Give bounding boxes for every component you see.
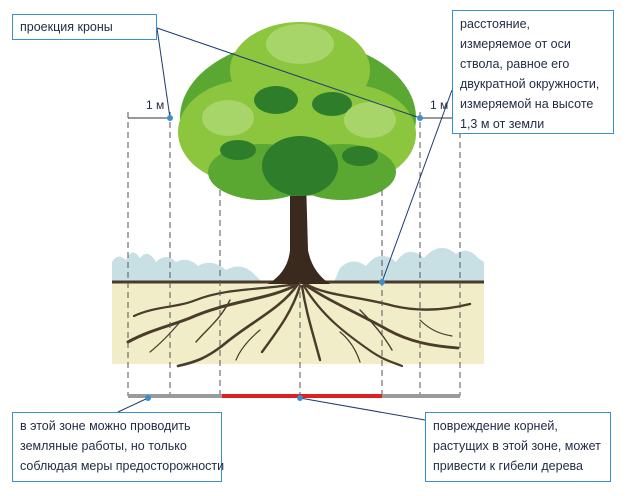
crown-projection-callout: проекция кроны [12,14,157,40]
distance-line: двукратной окружности, [460,77,600,91]
distance-line: измеряемое от оси [460,37,571,51]
crown-projection-label: проекция кроны [20,20,113,34]
safe-zone-callout: в этой зоне можно проводить земляные раб… [12,412,225,482]
zone-guides [127,112,461,396]
grass-right [334,247,484,282]
distance-callout: расстояние, измеряемое от оси ствола, ра… [452,10,614,134]
distance-line: 1,3 м от земли [460,117,545,131]
leader-lines [117,27,453,421]
tree-crown [178,22,416,200]
damage-zone-line: растущих в этой зоне, может [433,439,601,453]
distance-line: ствола, равное его [460,57,570,71]
safe-zone-line: в этой зоне можно проводить [20,419,191,433]
safe-zone-line: земляные работы, но только [20,439,187,453]
distance-line: расстояние, [460,17,531,31]
damage-zone-line: привести к гибели дерева [433,459,583,473]
tree-trunk [268,180,330,284]
leader-dots [145,115,423,401]
grass-left [112,252,262,282]
damage-zone-callout: повреждение корней, растущих в этой зоне… [425,412,611,482]
distance-line: измеряемой на высоте [460,97,594,111]
safe-zone-line: соблюдая меры предосторожности [20,459,225,473]
damage-zone-line: повреждение корней, [433,419,558,433]
meter-label-right: 1 м [430,98,449,112]
meter-label-left: 1 м [146,98,165,112]
roots [126,282,472,368]
